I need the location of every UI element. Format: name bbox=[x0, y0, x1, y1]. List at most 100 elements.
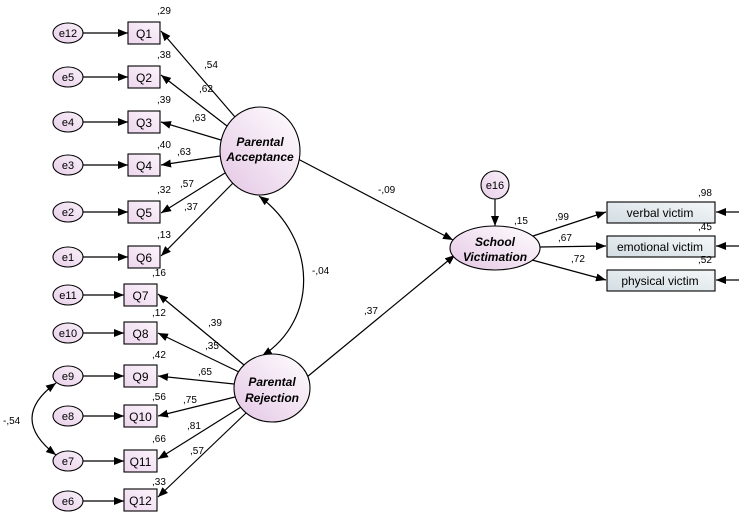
item-label-q6: Q6 bbox=[136, 251, 152, 265]
r2-label-q10: ,56 bbox=[152, 392, 166, 403]
loading-label-q8: ,35 bbox=[205, 341, 219, 352]
loading-path-q4 bbox=[160, 155, 221, 168]
r2-label-q12: ,33 bbox=[152, 477, 166, 488]
error-label-e16: e16 bbox=[486, 180, 504, 192]
item-label-q11: Q11 bbox=[130, 455, 152, 469]
indicator-physical-victim: ,72 physical victim ,52 bbox=[531, 254, 739, 292]
loading-label-q12: ,57 bbox=[190, 446, 204, 457]
r2-label-q3: ,39 bbox=[157, 95, 171, 106]
path-label-rejection-to-victimation: ,37 bbox=[364, 306, 378, 317]
loading-path-q5 bbox=[160, 172, 226, 214]
r2-label-q2: ,38 bbox=[157, 50, 171, 61]
indicator-q8: e10 Q8 ,12 ,35 bbox=[52, 308, 240, 373]
r2-label-victimation: ,15 bbox=[514, 216, 528, 227]
indicator-q2: e5 Q2 ,38 ,62 bbox=[52, 50, 228, 127]
item-label-emotional-victim: emotional victim bbox=[617, 240, 703, 254]
error-label-e5: e5 bbox=[62, 72, 74, 84]
r2-label-q11: ,66 bbox=[152, 434, 166, 445]
item-label-q12: Q12 bbox=[129, 494, 152, 508]
r2-label-q1: ,29 bbox=[157, 6, 171, 17]
item-label-q9: Q9 bbox=[132, 370, 148, 384]
latent-school-victimation: e16 ,15 School Victimation bbox=[449, 170, 541, 271]
observed-box-q6 bbox=[127, 245, 161, 269]
path-acceptance-to-victimation bbox=[297, 158, 454, 241]
loading-label-q6: ,37 bbox=[184, 202, 198, 213]
item-label-q3: Q3 bbox=[136, 116, 152, 130]
loading-label-q2: ,62 bbox=[199, 84, 213, 95]
error-label-e8: e8 bbox=[62, 411, 74, 423]
path-label-acceptance-to-victimation: -,09 bbox=[378, 185, 396, 196]
error-label-e7: e7 bbox=[62, 456, 74, 468]
indicator-q7: e11 Q7 ,16 ,39 bbox=[52, 268, 245, 366]
error-label-e4: e4 bbox=[62, 117, 74, 129]
loading-label-q9: ,65 bbox=[198, 367, 212, 378]
loading-path-q2 bbox=[160, 74, 228, 127]
loading-label-q3: ,63 bbox=[192, 113, 206, 124]
loading-label-q1: ,54 bbox=[204, 60, 218, 71]
latent-parental-rejection: Parental Rejection bbox=[233, 353, 311, 423]
observed-box-physical-victim bbox=[606, 269, 716, 292]
error-label-e1: e1 bbox=[62, 252, 74, 264]
latent-node-acceptance bbox=[219, 106, 301, 196]
covariance-arc-acceptance-rejection bbox=[258, 195, 305, 357]
indicator-q4: e3 Q4 ,40 ,63 bbox=[52, 140, 221, 177]
observed-box-q4 bbox=[127, 153, 161, 177]
loading-label-emotional-victim: ,67 bbox=[558, 233, 572, 244]
item-label-q4: Q4 bbox=[136, 159, 152, 173]
latent-label-rejection-line2: Rejection bbox=[245, 391, 299, 405]
loading-path-q1 bbox=[160, 30, 236, 118]
latent-parental-acceptance: Parental Acceptance bbox=[219, 106, 301, 196]
indicator-q1: e12 Q1 ,29 ,54 bbox=[52, 6, 236, 118]
observed-box-q8 bbox=[123, 321, 158, 345]
indicator-q6: e1 Q6 ,13 ,37 bbox=[52, 182, 234, 269]
covariance-label-acceptance-rejection: -,04 bbox=[312, 266, 330, 277]
loading-path-q3 bbox=[160, 121, 222, 141]
loading-path-q11 bbox=[157, 406, 242, 460]
latent-label-victimation-line2: Victimation bbox=[463, 250, 527, 264]
item-label-q7: Q7 bbox=[132, 289, 148, 303]
item-label-verbal-victim: verbal victim bbox=[627, 206, 694, 220]
loading-path-q12 bbox=[157, 412, 247, 498]
loading-label-q11: ,81 bbox=[187, 421, 201, 432]
indicator-q5: e2 Q5 ,32 ,57 bbox=[52, 172, 226, 224]
observed-box-verbal-victim bbox=[606, 201, 716, 224]
r2-label-physical-victim: ,52 bbox=[698, 255, 712, 266]
error-label-e6: e6 bbox=[62, 496, 74, 508]
observed-box-q7 bbox=[123, 283, 158, 307]
indicator-q10: e8 Q10 ,56 ,75 bbox=[52, 392, 236, 428]
latent-node-victimation bbox=[449, 225, 541, 271]
loading-path-q8 bbox=[157, 332, 240, 373]
loading-label-q5: ,57 bbox=[180, 179, 194, 190]
loading-path-emotional-victim bbox=[539, 242, 607, 251]
indicator-verbal-victim: ,99 verbal victim ,98 bbox=[532, 188, 739, 237]
observed-box-q10 bbox=[123, 404, 158, 428]
r2-label-q6: ,13 bbox=[157, 230, 171, 241]
indicator-q9: e9 Q9 ,42 ,65 bbox=[52, 350, 235, 388]
r2-label-q7: ,16 bbox=[152, 268, 166, 279]
loading-path-q6 bbox=[160, 182, 234, 257]
latent-label-acceptance-line2: Acceptance bbox=[225, 150, 294, 164]
latent-label-victimation-line1: School bbox=[475, 235, 516, 249]
observed-box-emotional-victim bbox=[606, 235, 716, 258]
covariance-label-e9-e7: -,54 bbox=[3, 416, 21, 427]
r2-label-verbal-victim: ,98 bbox=[698, 188, 712, 199]
loading-path-physical-victim bbox=[531, 259, 607, 282]
observed-box-q2 bbox=[127, 65, 161, 89]
r2-label-q8: ,12 bbox=[152, 308, 166, 319]
covariance-arc-e9-e7 bbox=[31, 382, 57, 456]
observed-box-q1 bbox=[127, 21, 161, 45]
item-label-physical-victim: physical victim bbox=[621, 274, 698, 288]
observed-box-q3 bbox=[127, 110, 161, 134]
error-label-e11: e11 bbox=[59, 290, 77, 302]
loading-path-verbal-victim bbox=[532, 211, 607, 237]
indicator-emotional-victim: ,67 emotional victim ,45 bbox=[539, 222, 739, 258]
observed-box-q12 bbox=[123, 488, 158, 512]
error-label-e2: e2 bbox=[62, 207, 74, 219]
observed-box-q9 bbox=[123, 364, 158, 388]
item-label-q5: Q5 bbox=[136, 206, 152, 220]
item-label-q10: Q10 bbox=[129, 410, 152, 424]
latent-node-rejection bbox=[233, 353, 311, 423]
error-label-e9: e9 bbox=[62, 371, 74, 383]
observed-box-q11 bbox=[123, 449, 158, 473]
